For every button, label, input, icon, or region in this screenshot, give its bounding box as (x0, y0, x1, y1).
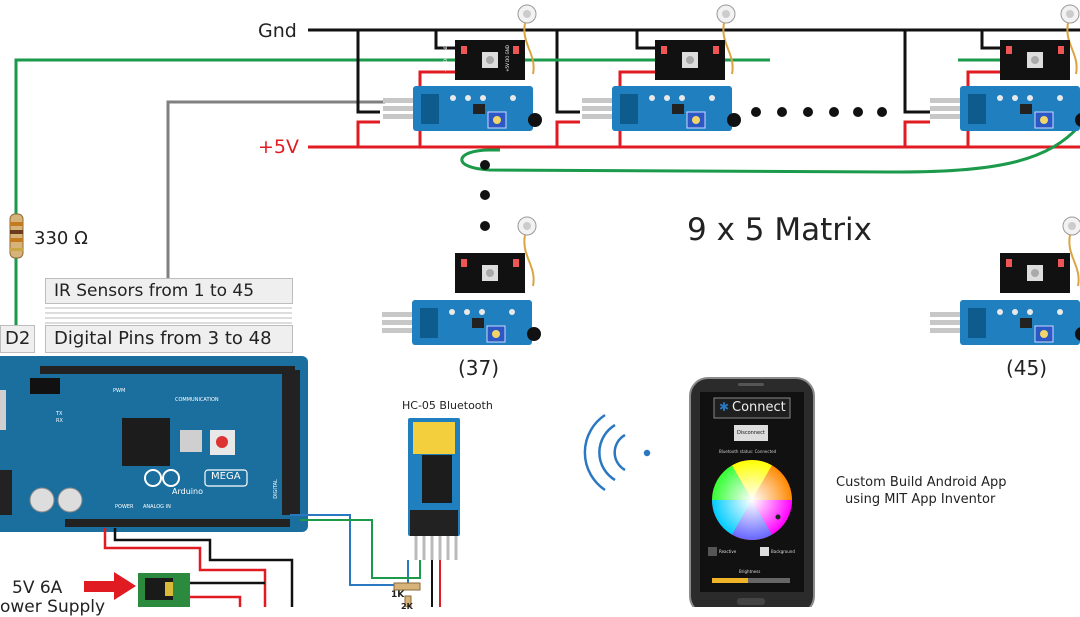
module-45 (929, 216, 1080, 346)
ellipsis-vertical (480, 160, 490, 231)
brightness-label: Brightness (739, 569, 761, 574)
ir-sensors-box: IR Sensors from 1 to 45 (45, 278, 293, 304)
arduino-tx: TX (56, 411, 63, 417)
matrix-label: 9 x 5 Matrix (687, 212, 872, 248)
phone (689, 377, 815, 607)
d2-box: D2 (0, 325, 35, 353)
arrow-right-icon (84, 572, 136, 600)
gnd-label: Gnd (258, 20, 297, 42)
app-caption-2: using MIT App Inventor (845, 492, 996, 507)
resistor-330 (9, 213, 24, 259)
resistor-1k-label: 1K (391, 590, 405, 600)
app-caption-1: Custom Build Android App (836, 475, 1007, 490)
module-1 (382, 4, 543, 132)
bluetooth-icon: ✱ (719, 400, 730, 414)
bluetooth-label: HC-05 Bluetooth (402, 399, 493, 412)
arduino-analog: ANALOG IN (143, 504, 171, 510)
arduino-comm: COMMUNICATION (175, 397, 219, 403)
module-37 (381, 216, 542, 346)
disconnect-button[interactable]: Disconnect (737, 430, 765, 436)
node-37-label: (37) (458, 356, 500, 380)
arduino-model: MEGA (211, 471, 241, 482)
arduino-power: POWER (115, 504, 134, 510)
background-checkbox-label[interactable]: Background (771, 549, 795, 554)
led-pins-out-1: +5V DO GND (504, 45, 510, 72)
reactive-checkbox-label[interactable]: Reactive (719, 549, 737, 554)
arduino-brand: Arduino (172, 487, 203, 496)
vcc-label: +5V (258, 136, 300, 158)
digital-pins-box: Digital Pins from 3 to 48 (45, 325, 293, 353)
node-45-label: (45) (1006, 356, 1048, 380)
ir-signal-wire (166, 100, 385, 282)
arduino-pwm: PWM (113, 388, 126, 394)
pin-ribbon (45, 302, 292, 324)
led-pins-1: +5V Din GND (443, 44, 449, 73)
module-2 (581, 4, 742, 132)
resistor-label: 330 Ω (34, 228, 88, 249)
arduino-digital: DIGITAL (272, 479, 279, 499)
connect-button[interactable]: Connect (732, 400, 786, 415)
ellipsis-horizontal (751, 107, 887, 117)
wireless-signal-icon (583, 413, 651, 492)
arduino-rx: RX (56, 418, 63, 424)
power-jack (138, 573, 190, 607)
module-9 (929, 4, 1080, 132)
power-label-2: ower Supply (0, 597, 106, 617)
color-wheel[interactable] (712, 460, 792, 540)
hc05-module (408, 418, 460, 560)
bt-status-text: Bluetooth status: Connected (719, 449, 777, 454)
power-label-1: 5V 6A (12, 578, 63, 598)
arduino-mega-board (0, 356, 308, 532)
